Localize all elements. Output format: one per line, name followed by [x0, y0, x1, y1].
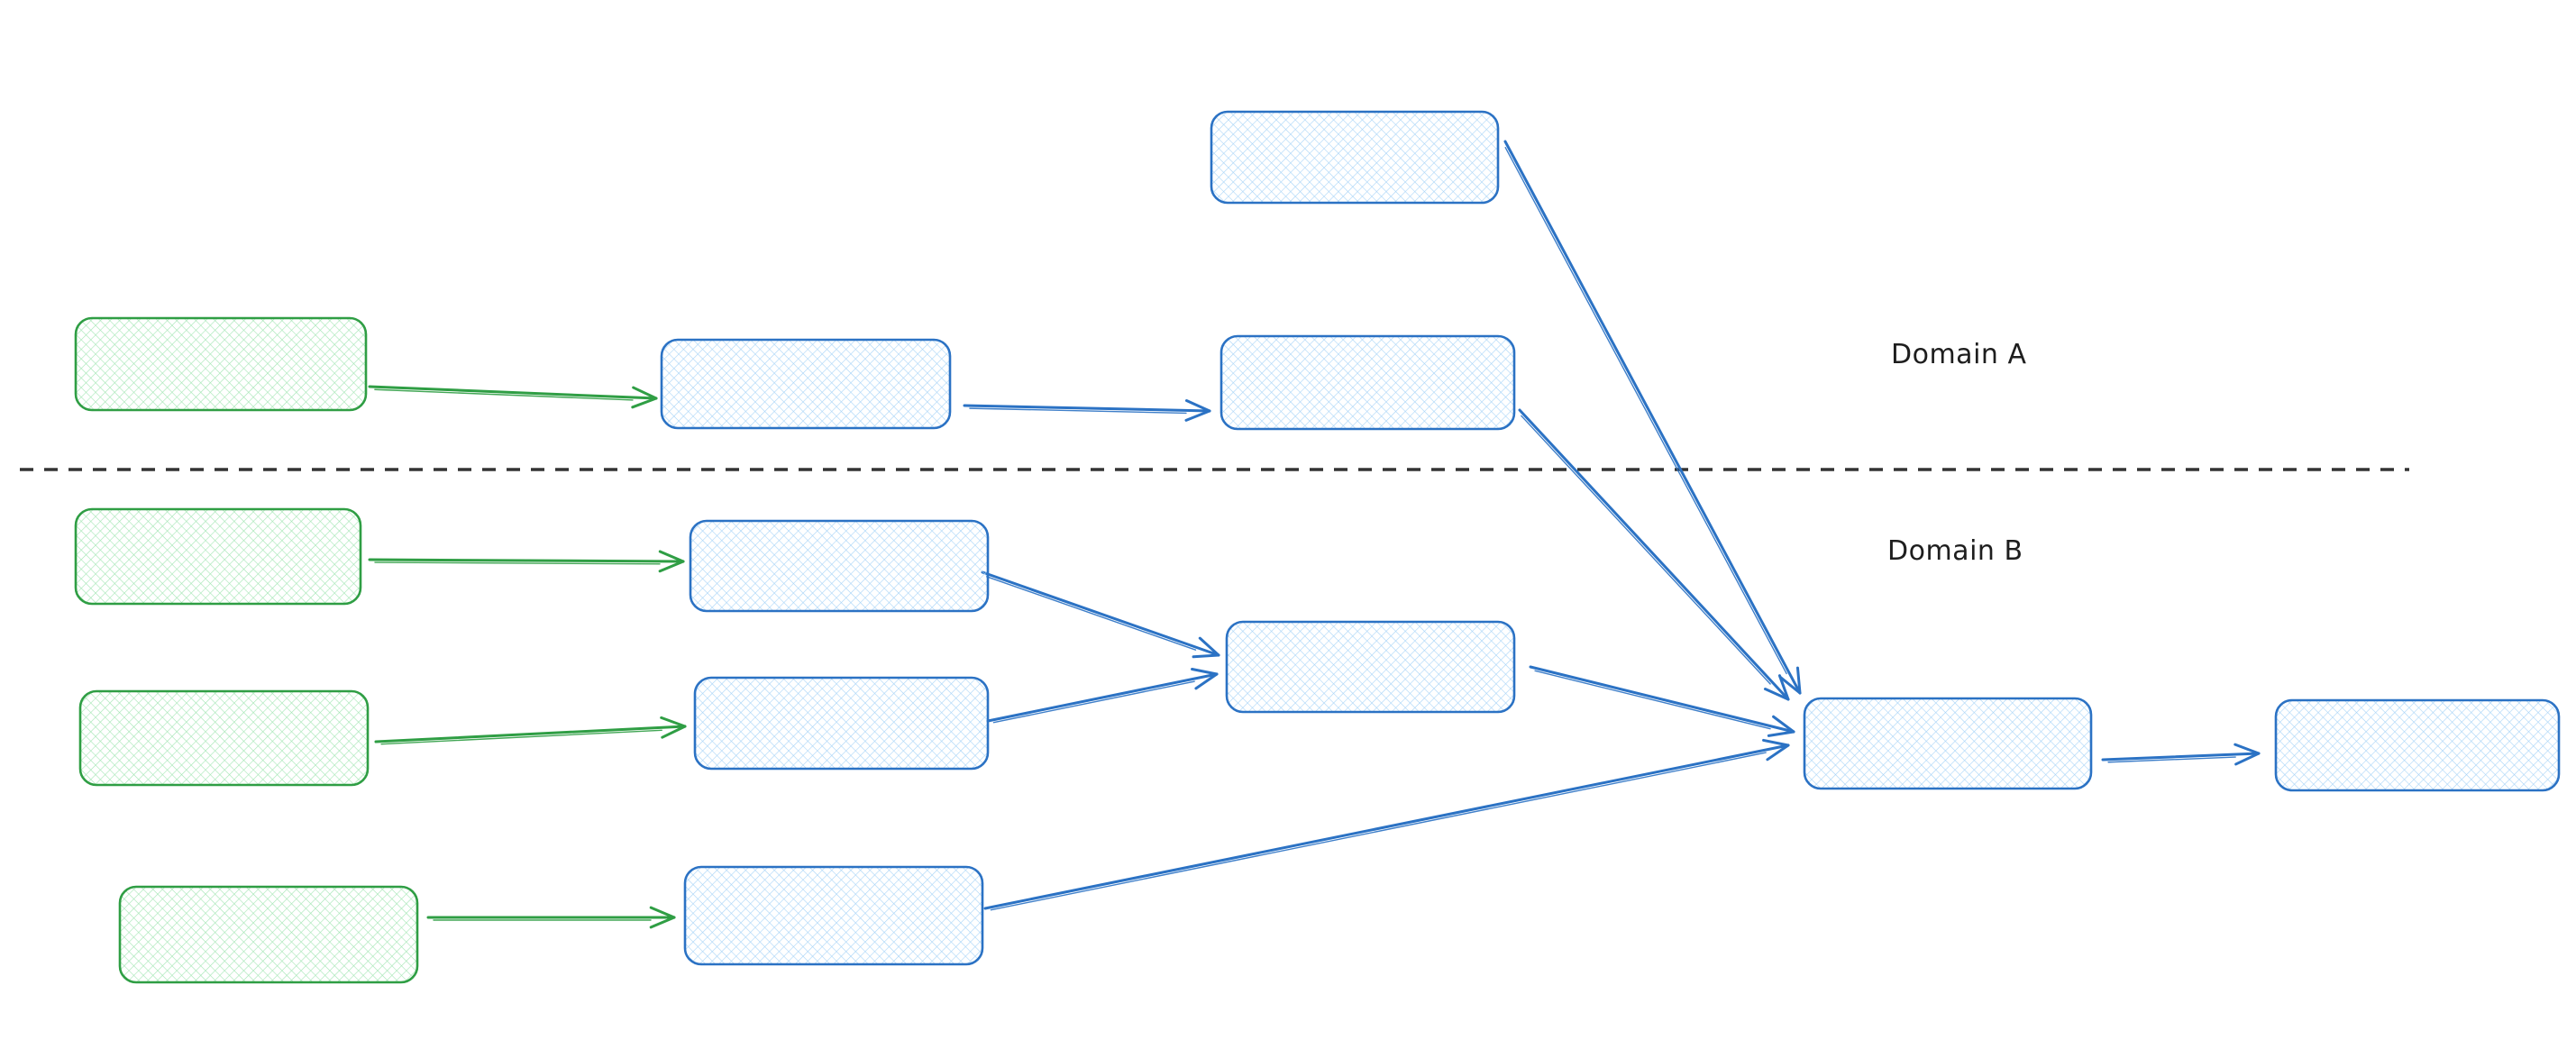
node-output[interactable] — [2274, 698, 2561, 792]
arrow-head — [1192, 653, 1220, 659]
arrow-line — [374, 725, 687, 743]
arrow-aggregator-to-output[interactable] — [2101, 743, 2261, 766]
arrow-head — [1184, 399, 1211, 413]
node-domain-b-step-3[interactable] — [683, 865, 984, 966]
arrow-sketch-line — [969, 407, 1187, 415]
node-domain-b-source-2[interactable] — [78, 689, 370, 787]
arrow-line — [963, 404, 1211, 413]
arrow-head — [1767, 730, 1795, 737]
arrow-head — [1191, 667, 1219, 676]
arrow-sketch-line — [1521, 415, 1771, 685]
node-domain-b-source-3[interactable] — [118, 885, 419, 984]
arrow-sketch-line — [992, 680, 1195, 724]
arrow-head — [649, 916, 676, 929]
arrow-head — [1772, 715, 1795, 734]
arrow-line — [1518, 408, 1790, 701]
arrow-line — [986, 672, 1219, 723]
arrow-head — [658, 550, 685, 563]
arrow-sketch-line — [2107, 756, 2236, 763]
arrow-head — [1194, 672, 1219, 690]
arrow-domain-a-source-to-domain-a-step-1[interactable] — [368, 385, 658, 409]
arrow-domain-b-source-2-to-domain-b-step-2[interactable] — [374, 716, 687, 745]
node-domain-b-step-2[interactable] — [693, 676, 990, 771]
node-domain-b-source-1[interactable] — [74, 507, 362, 606]
arrow-line — [1529, 665, 1795, 734]
arrow-line — [983, 743, 1790, 910]
arrow-domain-b-step-1-to-domain-b-merge[interactable] — [981, 570, 1220, 659]
arrow-line — [368, 558, 685, 563]
arrow-head — [1762, 738, 1790, 747]
node-domain-a-step-1[interactable] — [660, 338, 952, 430]
arrow-sketch-line — [1504, 147, 1787, 675]
arrow-head — [1184, 409, 1211, 422]
arrow-head — [660, 716, 687, 728]
arrow-domain-b-source-3-to-domain-b-step-3[interactable] — [426, 906, 676, 929]
arrow-head — [1795, 666, 1802, 695]
node-domain-a-source[interactable] — [74, 316, 368, 412]
arrow-head — [1766, 743, 1790, 762]
arrow-head — [632, 386, 658, 400]
arrow-head — [1763, 688, 1790, 701]
arrow-domain-b-source-1-to-domain-b-step-1[interactable] — [368, 550, 685, 573]
arrow-sketch-line — [990, 752, 1767, 911]
arrow-line — [2101, 752, 2261, 762]
node-domain-b-step-1[interactable] — [689, 519, 990, 613]
arrow-domain-a-step-2-to-aggregator[interactable] — [1518, 408, 1790, 701]
arrow-sketch-line — [1534, 670, 1771, 730]
arrow-sketch-line — [374, 561, 661, 565]
arrow-head — [1198, 636, 1220, 657]
node-domain-b-merge[interactable] — [1225, 620, 1516, 714]
arrow-domain-a-step-1-to-domain-a-step-2[interactable] — [963, 399, 1211, 422]
node-domain-a-step-2[interactable] — [1219, 334, 1516, 431]
arrow-line — [368, 385, 658, 400]
arrow-sketch-line — [380, 729, 662, 745]
arrow-head — [631, 397, 658, 409]
domain-a-label[interactable]: Domain A — [1891, 339, 2026, 370]
arrow-domain-b-step-2-to-domain-b-merge[interactable] — [986, 667, 1219, 724]
arrow-head — [2234, 752, 2261, 766]
arrow-head — [658, 560, 685, 573]
arrow-line — [981, 570, 1220, 657]
arrow-head — [649, 906, 676, 919]
arrow-sketch-line — [374, 388, 634, 401]
arrow-top-input-to-aggregator[interactable] — [1503, 140, 1802, 695]
domain-b-label[interactable]: Domain B — [1887, 535, 2023, 567]
node-top-input[interactable] — [1210, 110, 1500, 205]
arrow-head — [2233, 743, 2261, 755]
arrow-head — [1777, 674, 1790, 701]
arrow-head — [661, 725, 687, 739]
arrow-line — [1503, 140, 1802, 695]
arrow-sketch-line — [985, 576, 1197, 651]
arrow-domain-b-step-3-to-aggregator[interactable] — [983, 738, 1790, 911]
node-aggregator[interactable] — [1803, 697, 2093, 790]
arrow-domain-b-merge-to-aggregator[interactable] — [1529, 665, 1795, 737]
arrow-head — [1778, 675, 1802, 695]
